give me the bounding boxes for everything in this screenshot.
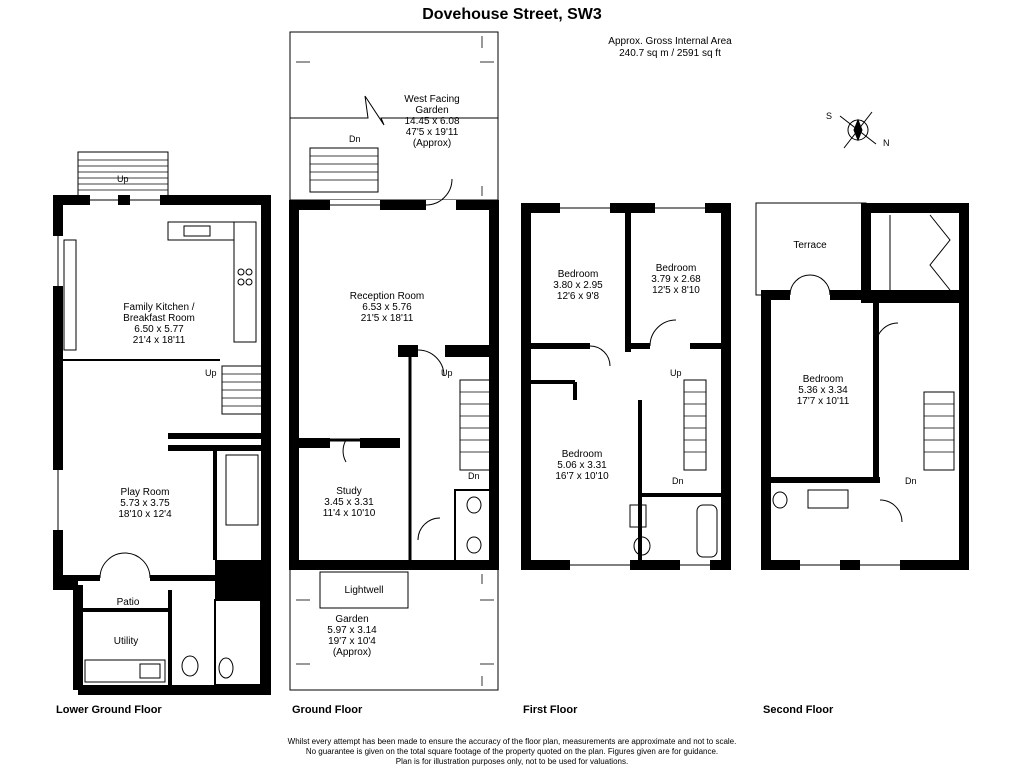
stair-dn-second: Dn <box>905 476 917 486</box>
stair-dn-ground: Dn <box>468 471 480 481</box>
room-bedroom-4: Bedroom 5.36 x 3.34 17'7 x 10'11 <box>796 374 850 407</box>
room-west-facing-garden: West Facing Garden 14.45 x 6.08 47'5 x 1… <box>404 94 460 149</box>
compass-s: S <box>826 111 833 121</box>
room-bedroom-3: Bedroom 5.06 x 3.31 16'7 x 10'10 <box>555 449 609 482</box>
disclaimer-line-1: Whilst every attempt has been made to en… <box>287 737 737 746</box>
room-reception: Reception Room 6.53 x 5.76 21'5 x 18'11 <box>349 291 425 324</box>
room-terrace: Terrace <box>793 240 827 251</box>
room-family-kitchen: Family Kitchen / Breakfast Room 6.50 x 5… <box>123 302 195 346</box>
compass-n: N <box>883 138 890 148</box>
lower-ground-floor-plan <box>53 151 271 695</box>
stair-up-lower-ground: Up <box>205 368 217 378</box>
property-title: Dovehouse Street, SW3 <box>422 6 602 23</box>
room-bedroom-2: Bedroom 3.79 x 2.68 12'5 x 8'10 <box>651 263 701 296</box>
stair-dn-first: Dn <box>672 476 684 486</box>
room-play-room: Play Room 5.73 x 3.75 18'10 x 12'4 <box>118 487 172 520</box>
room-lightwell: Lightwell <box>344 585 384 596</box>
compass-rose <box>839 111 877 149</box>
floor-label-first: First Floor <box>523 704 578 716</box>
disclaimer-line-3: Plan is for illustration purposes only, … <box>395 757 629 766</box>
room-patio: Patio <box>116 597 140 608</box>
room-study: Study 3.45 x 3.31 11'4 x 10'10 <box>322 486 376 519</box>
disclaimer-line-2: No guarantee is given on the total squar… <box>305 747 719 756</box>
stair-dn-garden: Dn <box>349 134 361 144</box>
room-garden: Garden 5.97 x 3.14 19'7 x 10'4 (Approx) <box>327 614 377 658</box>
room-bedroom-1: Bedroom 3.80 x 2.95 12'6 x 9'8 <box>553 269 603 302</box>
first-floor-plan <box>521 203 731 570</box>
stair-up-lower-ground-door: Up <box>117 174 129 184</box>
floor-label-ground: Ground Floor <box>292 704 363 716</box>
room-utility: Utility <box>113 636 139 647</box>
floor-label-second: Second Floor <box>763 704 834 716</box>
floor-label-lower-ground: Lower Ground Floor <box>56 704 162 716</box>
disclaimer: Whilst every attempt has been made to en… <box>0 737 1024 767</box>
stair-up-ground: Up <box>441 368 453 378</box>
area-label: Approx. Gross Internal Area <box>608 36 732 47</box>
area-value: 240.7 sq m / 2591 sq ft <box>619 48 721 59</box>
second-floor-plan <box>755 202 969 570</box>
ground-floor-plan <box>289 31 499 691</box>
stair-up-first: Up <box>670 368 682 378</box>
gross-internal-area: Approx. Gross Internal Area 240.7 sq m /… <box>560 36 780 60</box>
